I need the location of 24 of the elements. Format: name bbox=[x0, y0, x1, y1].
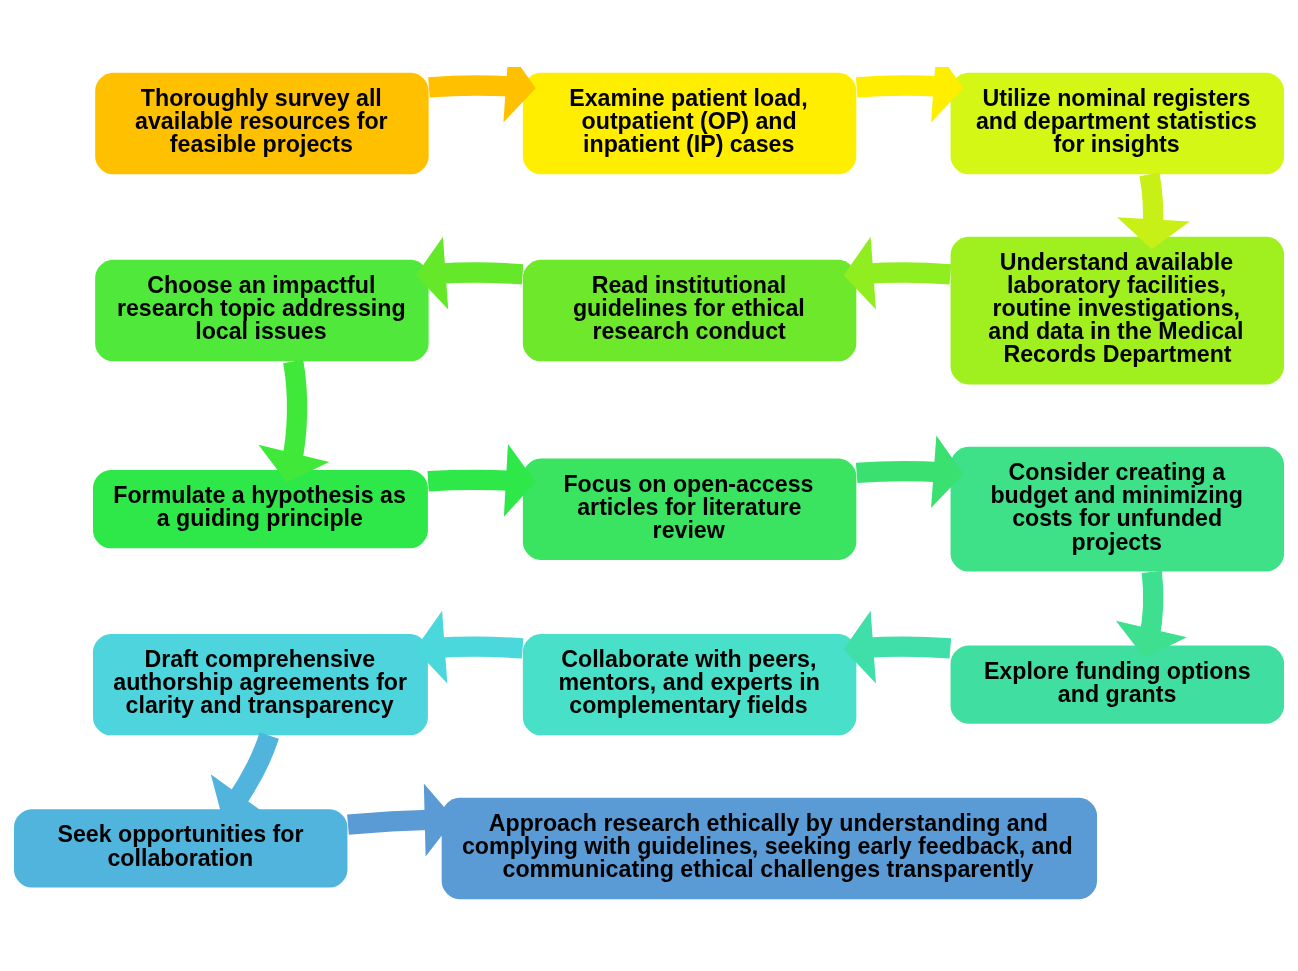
arrow bbox=[258, 359, 330, 482]
arrow bbox=[843, 610, 952, 684]
node-box: Utilize nominal registers and department statistics for insights bbox=[950, 72, 1284, 174]
arrow bbox=[415, 236, 524, 309]
node-box: Focus on open-access articles for literature review bbox=[522, 457, 857, 560]
node-box: Explore funding options and grants bbox=[950, 645, 1284, 724]
node-box: Consider creating a budget and minimizing costs for unfunded projects bbox=[950, 446, 1284, 572]
arrow bbox=[855, 434, 964, 508]
node-box: Choose an impactful research topic addressing local issues bbox=[95, 259, 429, 361]
node-box: Draft comprehensive authorship agreements for clarity and transparency bbox=[93, 633, 428, 735]
arrow bbox=[1117, 172, 1190, 249]
arrow bbox=[1115, 570, 1187, 658]
node-box: Understand available laboratory facilities, routine investigations, and data in the Medical Records Department bbox=[950, 236, 1284, 384]
arrow bbox=[427, 443, 536, 517]
arrow bbox=[855, 66, 964, 122]
node-box: Seek opportunities for collaboration bbox=[14, 808, 348, 888]
node-box: Thoroughly survey all available resources for feasible projects bbox=[95, 72, 429, 174]
node-box: Formulate a hypothesis as a guiding principle bbox=[93, 469, 428, 548]
arrow bbox=[843, 236, 952, 309]
arrow bbox=[428, 66, 536, 122]
node-box: Approach research ethically by understanding and complying with guidelines, seeking early feedback, and communicating ethical challenges transparently bbox=[441, 797, 1097, 899]
node-box: Examine patient load, outpatient (OP) and inpatient (IP) cases bbox=[522, 72, 857, 174]
node-box: Collaborate with peers, mentors, and experts in complementary fields bbox=[522, 633, 857, 735]
node-box: Read institutional guidelines for ethical research conduct bbox=[522, 259, 857, 361]
